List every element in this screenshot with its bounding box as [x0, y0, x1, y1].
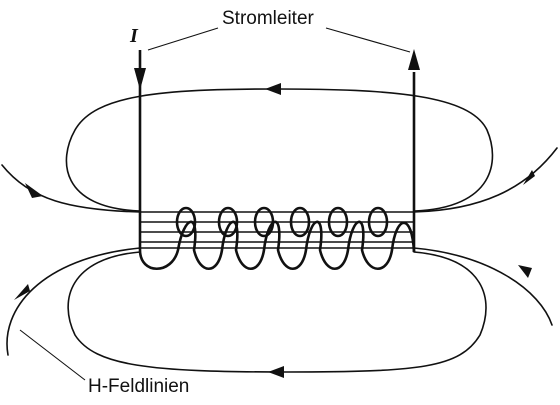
current-out-arrow — [408, 49, 420, 70]
outer-upper-right-arrow — [523, 170, 535, 185]
field-leader — [19, 329, 86, 381]
coil-turn-1 — [175, 206, 197, 238]
coil-winding — [138, 206, 416, 271]
outer-lower-right-arrow — [518, 265, 532, 278]
current-label: I — [129, 25, 139, 47]
upper-loop-arrow — [265, 83, 281, 95]
field-lines-label: H-Feldlinien — [88, 376, 189, 397]
coil-turn-2 — [217, 206, 239, 238]
coil-turn-6 — [367, 206, 389, 238]
conductor-label: Stromleiter — [222, 8, 315, 29]
conductor-leader-right — [325, 27, 411, 53]
outer-lower-left-arrow — [14, 284, 30, 300]
lower-field-loop — [67, 251, 487, 373]
outer-field-line-upper — [1, 147, 558, 213]
lower-loop-arrow — [268, 366, 284, 378]
coil-turn-3 — [253, 206, 275, 238]
coil-turn-4 — [289, 206, 311, 238]
outer-upper-left-arrow — [25, 183, 43, 198]
outer-field-line-lower — [6, 247, 553, 356]
current-in-arrow — [134, 68, 146, 90]
coil-turn-5 — [327, 206, 349, 238]
upper-field-loop — [65, 88, 494, 212]
conductor-leader-left — [147, 27, 219, 51]
coil-turn-front — [138, 220, 416, 271]
